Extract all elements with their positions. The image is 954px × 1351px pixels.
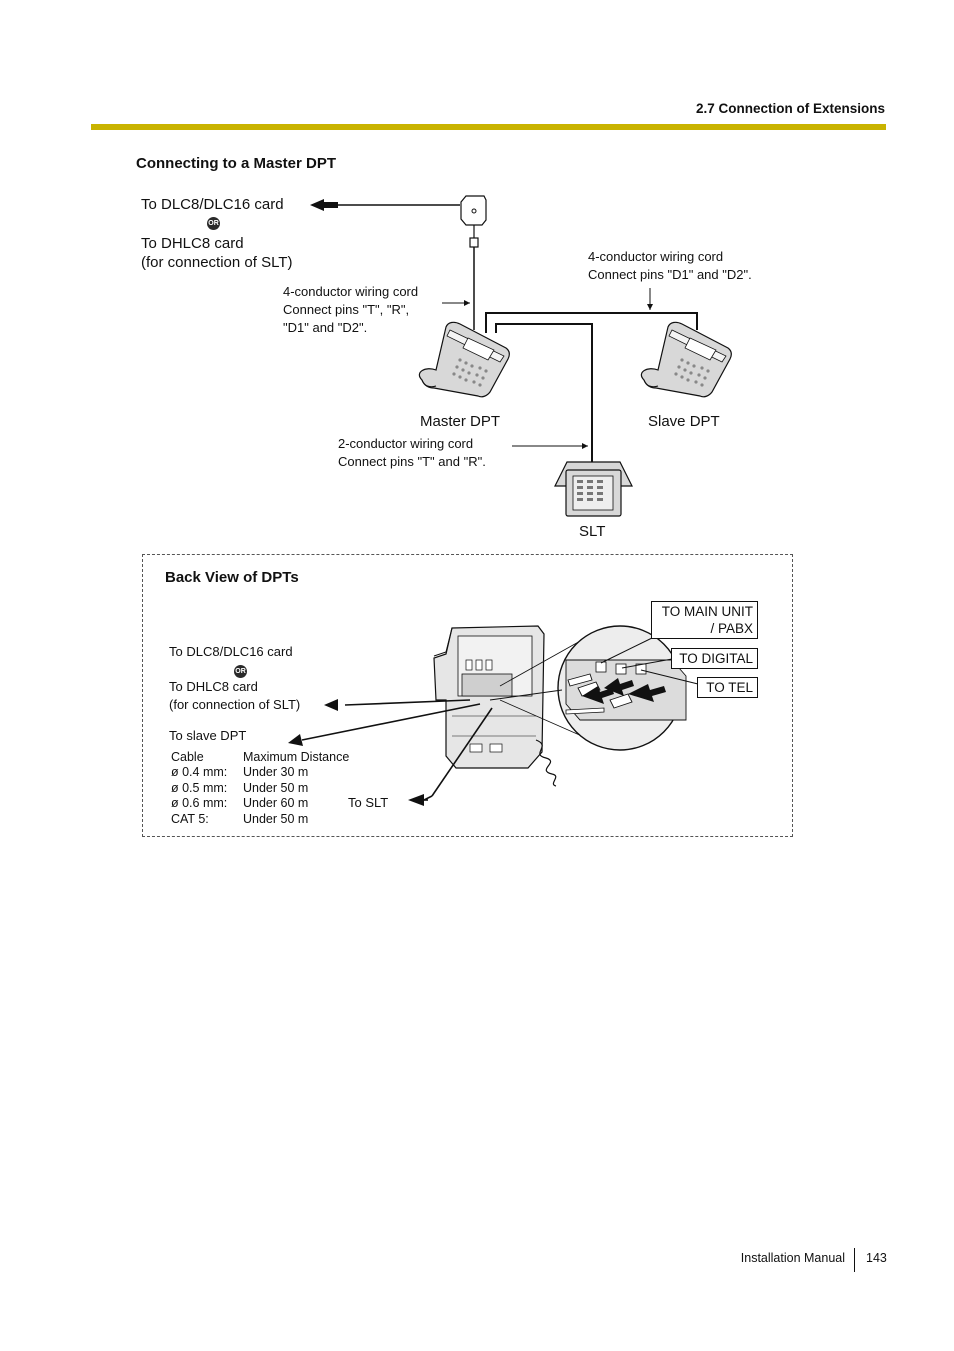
to-dhlc-card-label: To DHLC8 card: [141, 235, 244, 252]
dpt-back-icon: [433, 625, 557, 787]
slave-dpt-icon: [640, 321, 732, 398]
master-dpt-label: Master DPT: [420, 413, 501, 430]
master-subtitle: Connecting to a Master DPT: [136, 155, 337, 172]
header-rule: [91, 124, 886, 130]
table-row: ø 0.4 mm: Under 30 m: [171, 765, 349, 780]
back-for-slt-label: (for connection of SLT): [169, 697, 301, 712]
distance-header: Maximum Distance: [243, 750, 350, 764]
cord4-master-line1: 4-conductor wiring cord: [283, 284, 419, 299]
master-connection-diagram: [310, 195, 732, 517]
distance-cell: Under 60 m: [243, 796, 309, 811]
callout-main-unit-line1: TO MAIN UNIT: [661, 604, 753, 619]
table-row: ø 0.6 mm: Under 60 m: [171, 796, 349, 811]
cord4-slave-line2: Connect pins "D1" and "D2".: [588, 267, 752, 282]
footer-divider: [854, 1248, 855, 1272]
callout-main-unit: TO MAIN UNIT / PABX: [651, 601, 758, 639]
zoom-guide-top: [499, 639, 583, 687]
main-unit-leader: [600, 637, 653, 664]
for-slt-label: (for connection of SLT): [141, 254, 293, 271]
cord2-line1: 2-conductor wiring cord: [338, 436, 474, 451]
cord4-slave-label: 4-conductor wiring cord Connect pins "D1…: [588, 248, 752, 284]
cable-cell: ø 0.6 mm:: [171, 796, 228, 811]
cord2-line2: Connect pins "T" and "R".: [338, 454, 486, 469]
back-or-badge: OR: [234, 665, 247, 678]
tel-leader: [640, 669, 699, 685]
master-dpt-icon: [418, 321, 510, 398]
or-badge: OR: [207, 217, 220, 230]
slt-label: SLT: [579, 523, 606, 540]
master-slave-cable: [485, 312, 698, 333]
slave-dpt-label: Slave DPT: [648, 413, 720, 430]
cable-cell: CAT 5:: [171, 811, 209, 826]
distance-cell: Under 30 m: [243, 765, 309, 780]
cord2-label: 2-conductor wiring cord Connect pins "T"…: [338, 435, 486, 471]
back-to-dhlc-card-label: To DHLC8 card: [169, 679, 258, 694]
cord4-master-line2: Connect pins "T", "R",: [283, 302, 410, 317]
back-view-title: Back View of DPTs: [165, 569, 299, 586]
distance-cell: Under 50 m: [243, 811, 309, 826]
digital-leader: [621, 658, 673, 669]
to-dlc-card-label: To DLC8/DLC16 card: [141, 196, 284, 213]
table-row: CAT 5: Under 50 m: [171, 812, 349, 827]
cord4-master-label: 4-conductor wiring cord Connect pins "T"…: [283, 283, 418, 337]
callout-tel: TO TEL: [697, 677, 758, 698]
cable-table-header: Cable Maximum Distance: [171, 750, 349, 765]
cable-distance-table: Cable Maximum Distance ø 0.4 mm: Under 3…: [171, 750, 349, 827]
footer-manual-name: Installation Manual: [740, 1251, 845, 1265]
to-slave-dpt-label: To slave DPT: [169, 728, 247, 743]
page-number: 143: [866, 1251, 887, 1265]
cord4-slave-line1: 4-conductor wiring cord: [588, 249, 724, 264]
table-row: ø 0.5 mm: Under 50 m: [171, 781, 349, 796]
back-cables: [288, 689, 605, 806]
master-slt-cable: [495, 323, 593, 462]
cable-header: Cable: [171, 750, 204, 764]
cable-cell: ø 0.5 mm:: [171, 780, 228, 795]
distance-cell: Under 50 m: [243, 780, 309, 795]
back-to-dlc-card-label: To DLC8/DLC16 card: [169, 644, 293, 659]
callout-main-unit-line2: / PABX: [710, 621, 753, 636]
to-slt-label: To SLT: [348, 795, 389, 810]
back-view-diagram: [288, 625, 699, 806]
callout-digital: TO DIGITAL: [671, 648, 758, 669]
back-view-panel: [142, 554, 793, 837]
main-unit-jack-arrow: [582, 686, 614, 704]
slt-phone-icon: [554, 461, 633, 517]
section-header: 2.7 Connection of Extensions: [695, 101, 885, 116]
cable-cell: ø 0.4 mm:: [171, 765, 228, 780]
digital-jack-arrow: [604, 678, 634, 696]
cord4-master-line3: "D1" and "D2".: [283, 320, 368, 335]
tel-jack-arrow: [628, 684, 666, 702]
card-connection-arrow: [310, 199, 460, 211]
